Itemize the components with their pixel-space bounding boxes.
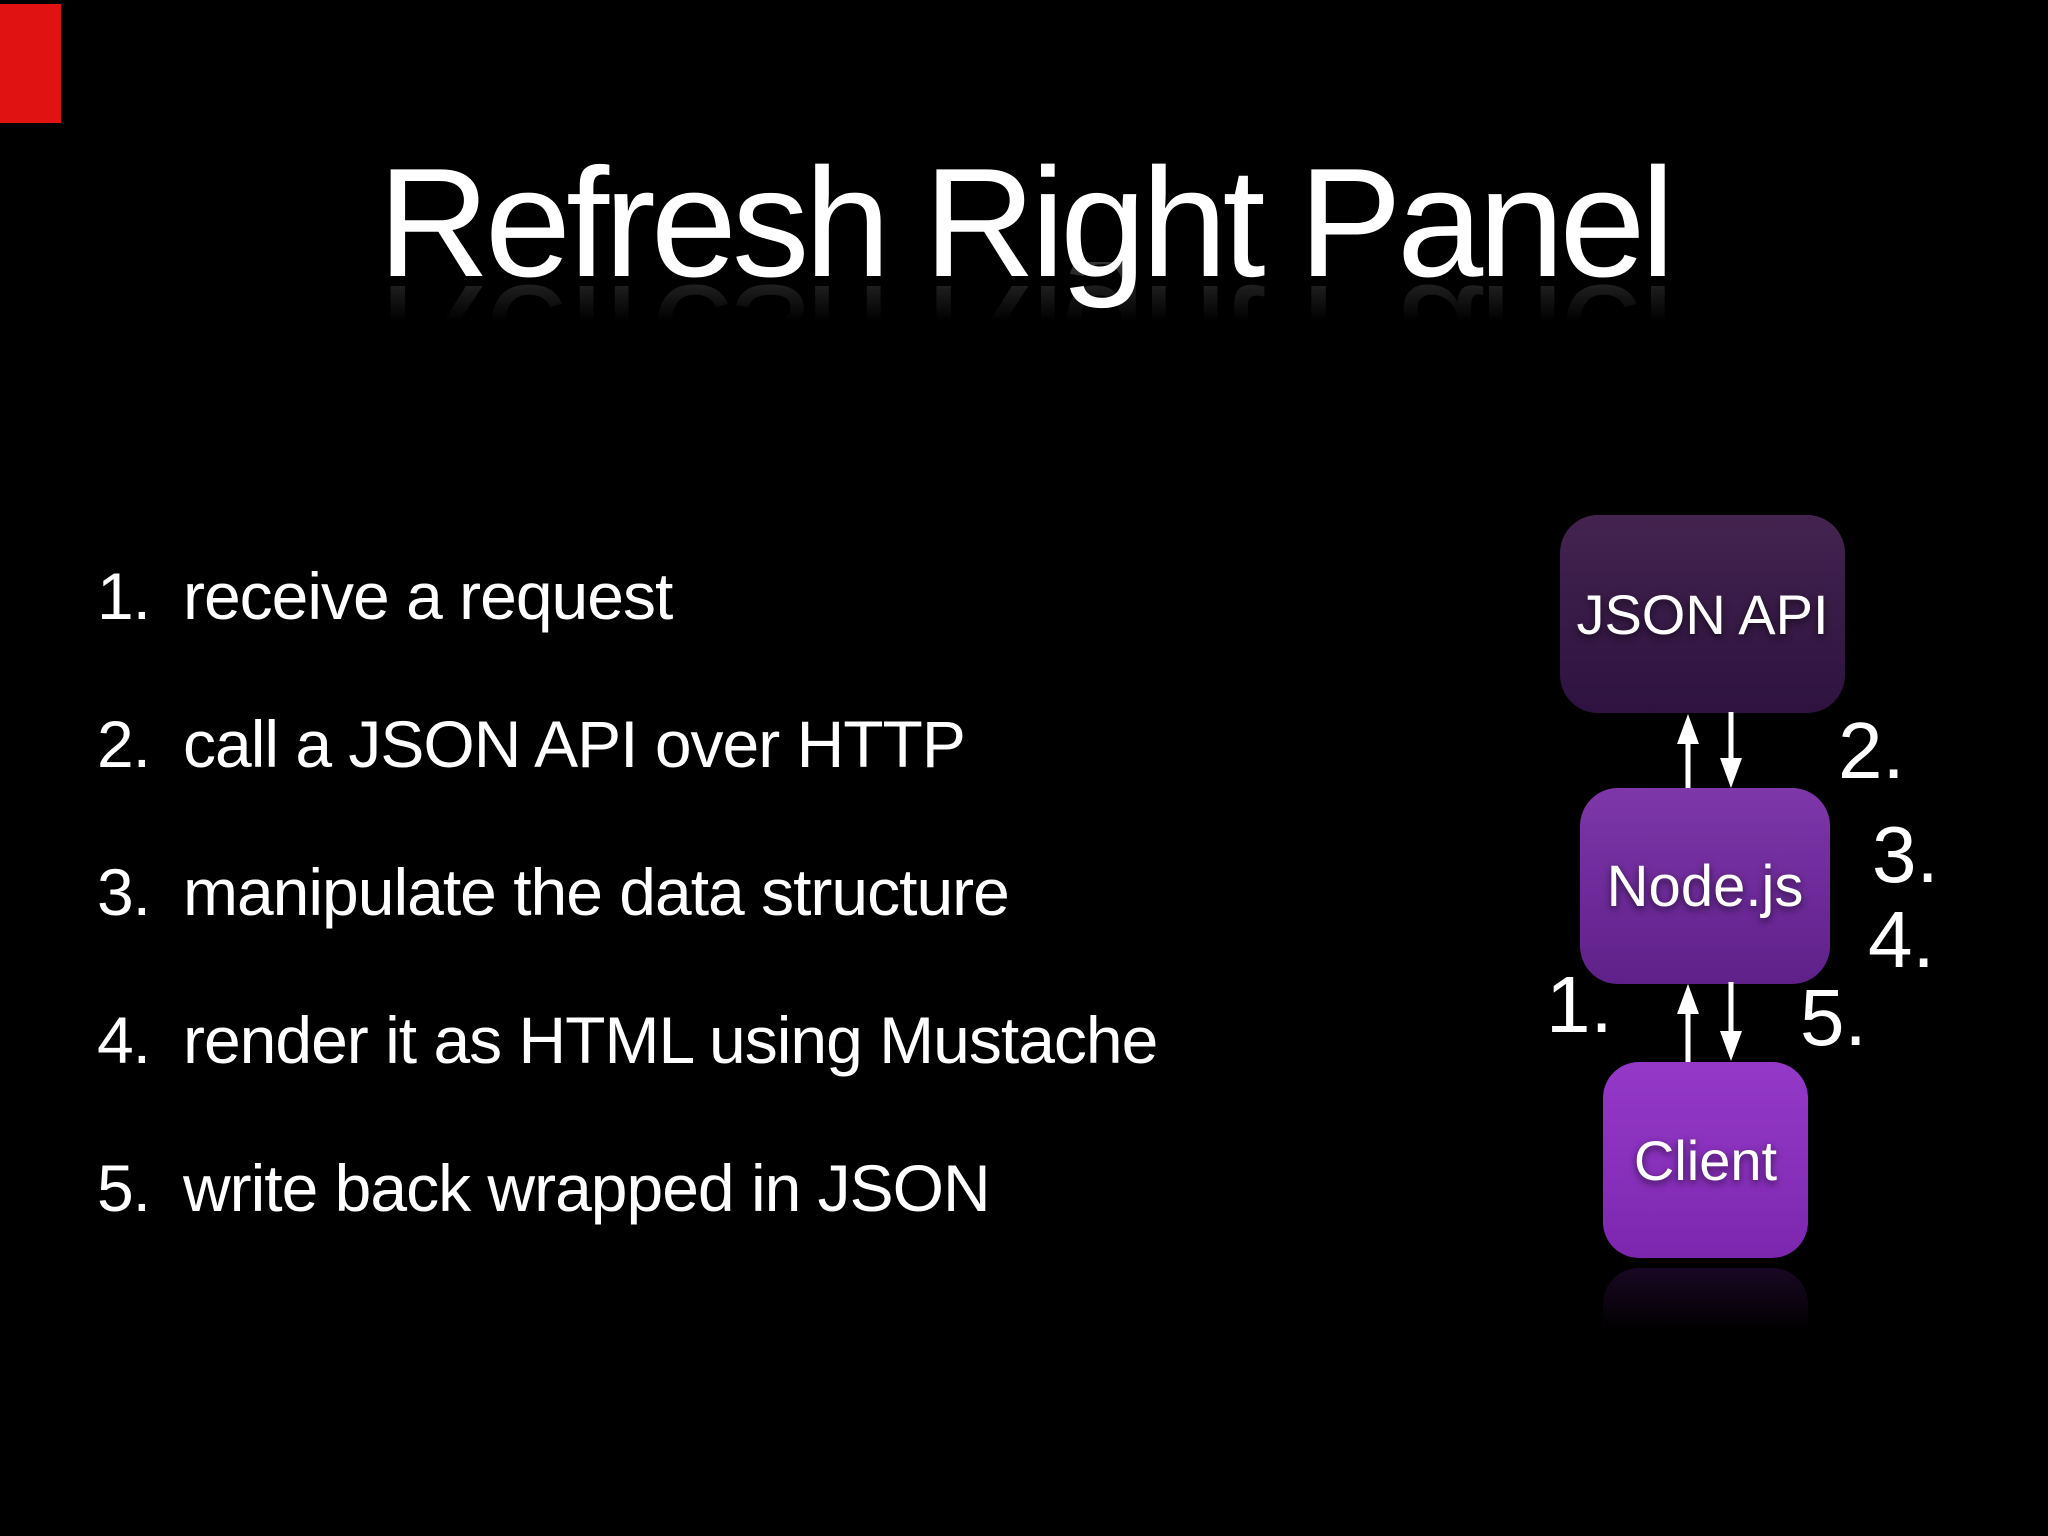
diagram-step-label-2: 2. — [1838, 706, 1905, 795]
diagram-step-label-1: 1. — [1546, 960, 1613, 1049]
step-item: 1. receive a request — [75, 522, 1157, 670]
arrow-pair-json-api-nodejs — [1677, 712, 1742, 789]
arrow-up-icon — [1677, 984, 1699, 1062]
diagram-node-label: Node.js — [1606, 853, 1804, 919]
diagram-step-label-4: 4. — [1868, 895, 1935, 984]
step-item: 2. call a JSON API over HTTP — [75, 670, 1157, 818]
step-number: 4. — [96, 1003, 151, 1077]
arrow-down-icon — [1720, 712, 1742, 788]
diagram-step-label-3: 3. — [1872, 810, 1939, 899]
diagram-node-json-api: JSON API — [1560, 515, 1845, 713]
diagram-node-client: Client — [1603, 1062, 1808, 1258]
step-item: 4. render it as HTML using Mustache — [75, 966, 1158, 1114]
red-corner-marker — [0, 4, 61, 123]
diagram-node-nodejs: Node.js — [1580, 788, 1830, 984]
step-text: call a JSON API over HTTP — [183, 707, 966, 781]
step-number: 3. — [96, 855, 151, 929]
slide-title: Refresh Right Panel — [377, 136, 1675, 309]
arrow-pair-nodejs-client — [1677, 982, 1742, 1062]
step-text: manipulate the data structure — [183, 855, 1010, 929]
step-text: receive a request — [183, 559, 673, 633]
step-number: 5. — [96, 1151, 151, 1225]
step-item: 3. manipulate the data structure — [75, 818, 1157, 966]
steps-list: 1. receive a request 2. call a JSON API … — [75, 522, 1158, 1262]
step-number: 2. — [96, 707, 151, 781]
diagram-node-label: Client — [1633, 1128, 1778, 1192]
arrow-up-icon — [1677, 714, 1699, 789]
step-number: 1. — [96, 559, 151, 633]
arrow-down-icon — [1720, 982, 1742, 1061]
diagram-step-label-5: 5. — [1800, 973, 1867, 1062]
step-text: write back wrapped in JSON — [183, 1151, 991, 1225]
step-item: 5. write back wrapped in JSON — [75, 1114, 1157, 1262]
step-text: render it as HTML using Mustache — [183, 1003, 1158, 1077]
diagram-node-label: JSON API — [1576, 582, 1829, 646]
